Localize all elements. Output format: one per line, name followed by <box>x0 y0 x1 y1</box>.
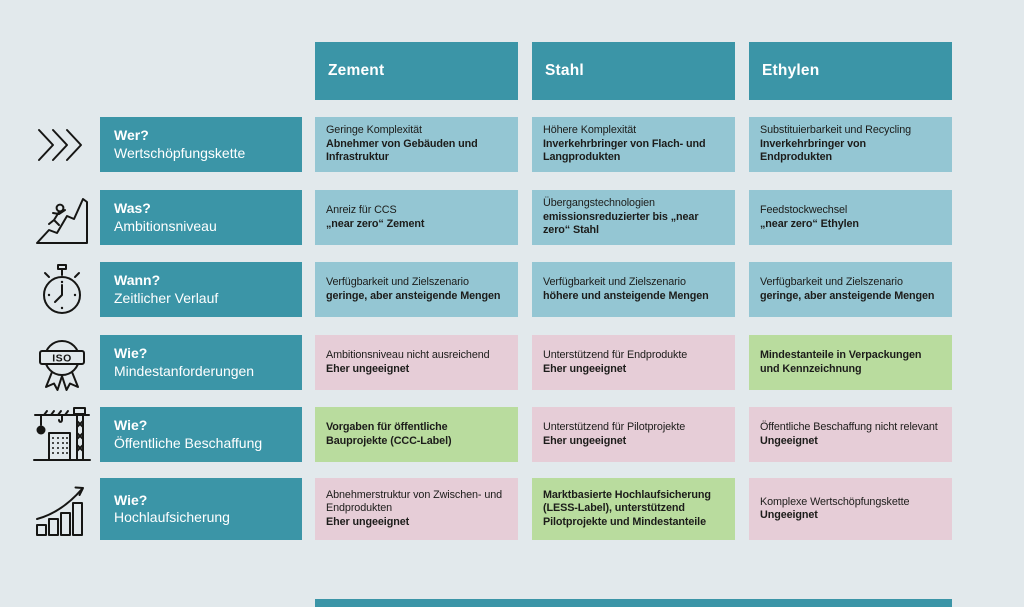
row-title: Ambitionsniveau <box>114 217 217 234</box>
cell-bold-text: Vorgaben für öffentliche Bauprojekte (CC… <box>326 421 452 447</box>
row-question: Wer? <box>114 127 149 144</box>
row-title: Zeitlicher Verlauf <box>114 289 219 306</box>
cell-text: Anreiz für CCS <box>326 204 397 217</box>
svg-text:ISO: ISO <box>52 352 72 364</box>
cell-mindestanforderungen-stahl: Unterstützend für Endprodukte Eher ungee… <box>532 335 735 390</box>
row-title: Öffentliche Beschaffung <box>114 434 263 451</box>
cell-mindestanforderungen-ethylen: Mindestanteile in Verpackungen und Kennz… <box>749 335 952 390</box>
bottom-accent-bar <box>315 599 952 607</box>
cell-beschaffung-zement: Vorgaben für öffentliche Bauprojekte (CC… <box>315 407 518 462</box>
row-question: Wie? <box>114 345 148 362</box>
cell-was-ethylen: Feedstockwechsel „near zero“ Ethylen <box>749 190 952 245</box>
cell-wer-ethylen: Substituierbarkeit und Recycling Inverke… <box>749 117 952 172</box>
cell-text: Höhere Komplexität <box>543 124 637 137</box>
row-label-ambitionsniveau: Was? Ambitionsniveau <box>100 190 302 245</box>
cell-wann-stahl: Verfügbarkeit und Zielszenario höhere un… <box>532 262 735 317</box>
cell-text: Feedstockwechsel <box>760 204 848 217</box>
cell-text: Verfügbarkeit und Zielszenario <box>543 276 686 289</box>
row-label-zeitlicher-verlauf: Wann? Zeitlicher Verlauf <box>100 262 302 317</box>
cell-bold-text: Mindestanteile in Verpackungen und Kennz… <box>760 349 922 375</box>
cell-text: Abnehmerstruktur von Zwischen- und Endpr… <box>326 488 503 515</box>
cell-text: Übergangstechnologien <box>543 197 655 210</box>
cell-bold-text: Eher ungeeignet <box>543 434 627 447</box>
cell-bold-text: geringe, aber ansteigende Mengen <box>760 289 935 302</box>
cell-bold-text: Inverkehrbringer von Flach- und Langprod… <box>543 137 706 164</box>
column-header-ethylen: Ethylen <box>749 42 952 100</box>
growth-chart-icon <box>28 478 96 540</box>
row-question: Wie? <box>114 491 148 508</box>
column-header-label: Ethylen <box>762 62 820 79</box>
iso-badge-icon: ISO <box>28 335 96 391</box>
cell-was-zement: Anreiz für CCS „near zero“ Zement <box>315 190 518 245</box>
cell-bold-text: Eher ungeeignet <box>326 515 410 528</box>
column-header-stahl: Stahl <box>532 42 735 100</box>
row-label-hochlaufsicherung: Wie? Hochlaufsicherung <box>100 478 302 540</box>
cell-bold-text: Eher ungeeignet <box>326 362 410 375</box>
crane-building-icon <box>28 406 96 462</box>
cell-text: Verfügbarkeit und Zielszenario <box>760 276 903 289</box>
cell-beschaffung-ethylen: Öffentliche Beschaffung nicht relevant U… <box>749 407 952 462</box>
cell-text: Ambitionsniveau nicht ausreichend <box>326 349 490 362</box>
row-title: Hochlaufsicherung <box>114 509 230 525</box>
cell-hochlauf-stahl: Marktbasierte Hochlaufsicherung (LESS-La… <box>532 478 735 540</box>
cell-text: Unterstützend für Pilotprojekte <box>543 421 686 434</box>
cell-bold-text: geringe, aber ansteigende Mengen <box>326 289 501 302</box>
cell-bold-text: Marktbasierte Hochlaufsicherung (LESS-La… <box>543 488 711 528</box>
cell-bold-text: Ungeeignet <box>760 509 818 521</box>
cell-text: Substituierbarkeit und Recycling <box>760 124 912 137</box>
cell-bold-text: höhere und ansteigende Mengen <box>543 289 709 302</box>
climber-icon <box>28 190 96 245</box>
cell-mindestanforderungen-zement: Ambitionsniveau nicht ausreichend Eher u… <box>315 335 518 390</box>
row-question: Wie? <box>114 417 148 434</box>
cell-bold-text: Eher ungeeignet <box>543 362 627 375</box>
cell-wer-zement: Geringe Komplexität Abnehmer von Gebäude… <box>315 117 518 172</box>
column-header-zement: Zement <box>315 42 518 100</box>
cell-bold-text: „near zero“ Ethylen <box>760 217 859 230</box>
row-question: Wann? <box>114 272 161 289</box>
cell-beschaffung-stahl: Unterstützend für Pilotprojekte Eher ung… <box>532 407 735 462</box>
cell-was-stahl: Übergangstechnologien emissionsreduziert… <box>532 190 735 245</box>
column-header-label: Zement <box>328 62 385 79</box>
cell-bold-text: Inverkehrbringer von Endprodukten <box>760 137 867 164</box>
cell-text: Komplexe Wertschöpfungskette <box>760 495 910 508</box>
cell-hochlauf-ethylen: Komplexe Wertschöpfungskette Ungeeignet <box>749 478 952 540</box>
row-label-wertschoepfungskette: Wer? Wertschöpfungskette <box>100 117 302 172</box>
cell-wann-zement: Verfügbarkeit und Zielszenario geringe, … <box>315 262 518 317</box>
cell-bold-text: emissionsreduzierter bis „near zero“ Sta… <box>543 210 699 237</box>
cell-bold-text: Abnehmer von Gebäuden und Infrastruktur <box>326 137 478 164</box>
cell-wann-ethylen: Verfügbarkeit und Zielszenario geringe, … <box>749 262 952 317</box>
chevrons-right-icon <box>28 117 96 172</box>
cell-wer-stahl: Höhere Komplexität Inverkehrbringer von … <box>532 117 735 172</box>
cell-text: Öffentliche Beschaffung nicht relevant <box>760 421 938 434</box>
cell-bold-text: „near zero“ Zement <box>326 217 425 230</box>
stopwatch-icon <box>28 262 96 317</box>
cell-hochlauf-zement: Abnehmerstruktur von Zwischen- und Endpr… <box>315 478 518 540</box>
cell-text: Verfügbarkeit und Zielszenario <box>326 276 469 289</box>
row-question: Was? <box>114 200 151 217</box>
cell-bold-text: Ungeeignet <box>760 434 818 447</box>
row-label-oeffentliche-beschaffung: Wie? Öffentliche Beschaffung <box>100 407 302 462</box>
cell-text: Geringe Komplexität <box>326 124 422 137</box>
column-header-label: Stahl <box>545 62 584 79</box>
row-label-mindestanforderungen: Wie? Mindestanforderungen <box>100 335 302 390</box>
row-title: Wertschöpfungskette <box>114 144 246 161</box>
row-title: Mindestanforderungen <box>114 362 255 379</box>
cell-text: Unterstützend für Endprodukte <box>543 349 688 362</box>
